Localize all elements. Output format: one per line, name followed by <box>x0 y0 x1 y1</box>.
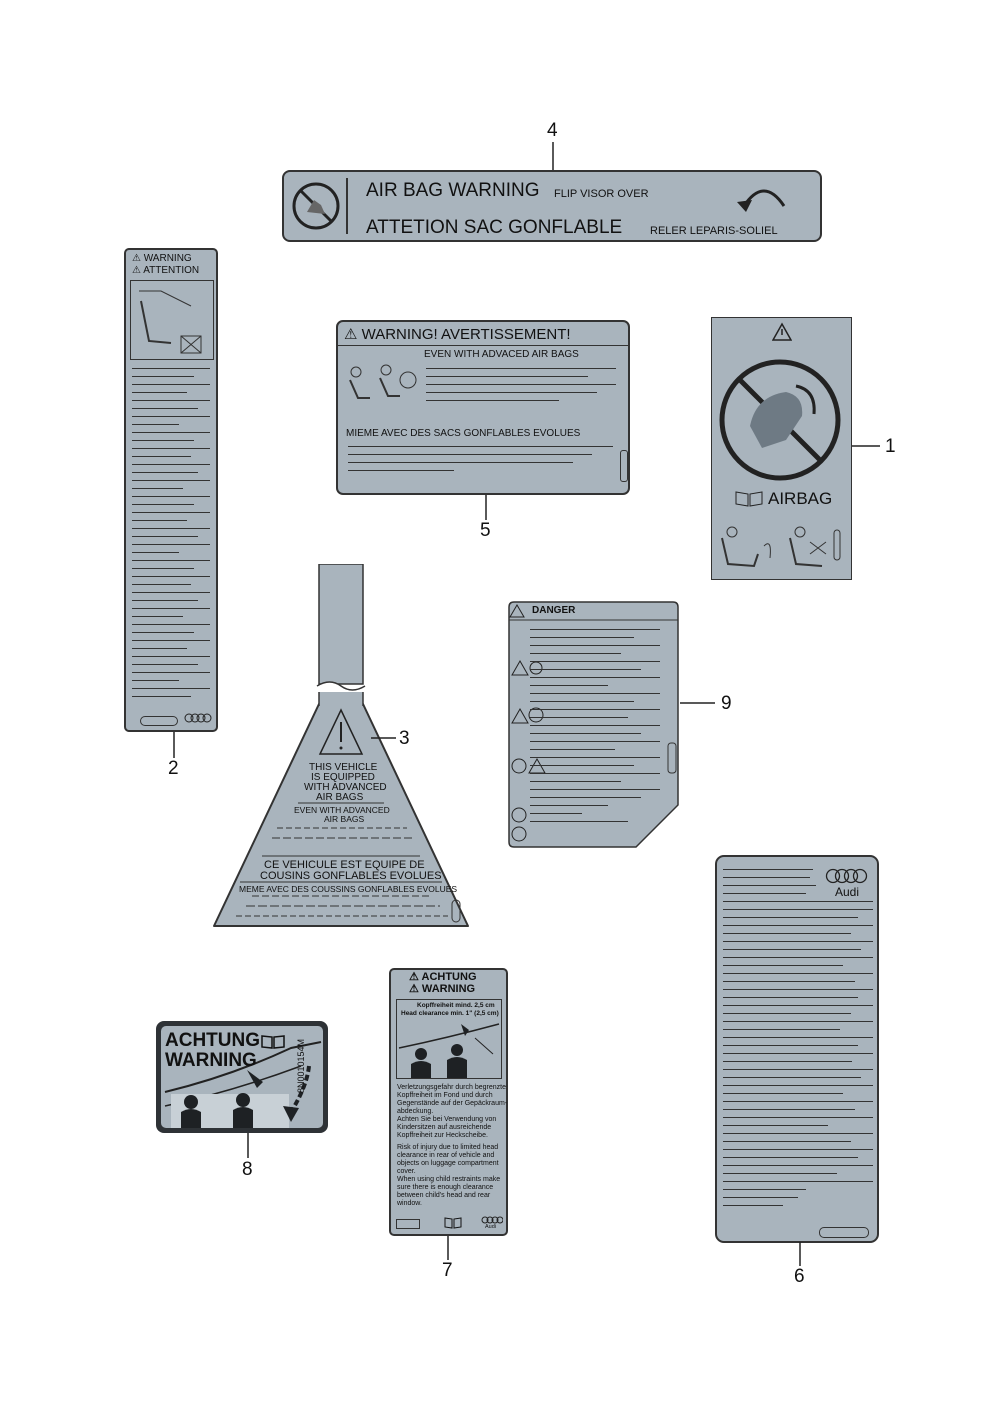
label-1-airbag-sunvisor: AIRBAG <box>711 317 852 580</box>
label-7-en2: clearance in rear of vehicle and <box>397 1152 495 1159</box>
label-9-text-lines <box>530 629 660 829</box>
label-2-attention: ⚠ ATTENTION <box>132 265 200 276</box>
label-6-text-lines <box>723 869 873 1213</box>
label-3-t2: IS EQUIPPED <box>311 772 375 783</box>
no-child-seat-icon <box>290 178 348 234</box>
callout-6: 6 <box>794 1266 805 1287</box>
label-8-code: 8N0010154M <box>296 1038 306 1093</box>
label-3-t8: COUSINS GONFLABLES EVOLUES <box>260 870 442 882</box>
callout-1: 1 <box>885 436 896 457</box>
label-8-achtung: ACHTUNG <box>165 1030 260 1051</box>
callout-3: 3 <box>399 728 410 749</box>
label-7-de7: Kopffreiheit zur Heckscheibe. <box>397 1132 488 1139</box>
label-4-line1: AIR BAG WARNING <box>366 180 540 201</box>
label-7-en7: between child's head and rear <box>397 1192 491 1199</box>
callout-8: 8 <box>242 1159 253 1180</box>
callout-7: 7 <box>442 1260 453 1281</box>
label-2-text-lines <box>132 368 210 704</box>
label-8-warning: WARNING <box>165 1050 257 1071</box>
flip-arrow-icon <box>734 178 794 228</box>
label-7-clearance-box: Kopffreiheit mind. 2,5 cm Head clearance… <box>396 999 502 1079</box>
label-6-brand: Audi <box>835 885 860 899</box>
callout-9: 9 <box>721 693 732 714</box>
label-7-de3: Gegenstände auf der Gepäckraum- <box>397 1100 508 1107</box>
label-3-t1: THIS VEHICLE <box>309 762 378 773</box>
callout-5: 5 <box>480 520 491 541</box>
label-6-audi-data-plate: Audi <box>715 855 879 1243</box>
label-5-title: ⚠ WARNING! AVERTISSEMENT! <box>344 326 571 343</box>
label-7-de2: Kopffreiheit im Fond und durch <box>397 1092 493 1099</box>
label-9-danger-text: DANGER <box>532 605 576 616</box>
label-8-achtung-warning: ACHTUNG WARNING 8N0010154M <box>156 1021 328 1133</box>
label-7-en3: objects on luggage compartment <box>397 1160 499 1167</box>
label-3-t6: AIR BAGS <box>324 814 365 824</box>
label-7-de5: Achten Sie bei Verwendung von <box>397 1116 497 1123</box>
label-4-line1-small: FLIP VISOR OVER <box>554 188 649 200</box>
label-7-en8: window. <box>397 1200 422 1207</box>
label-7-warning: ⚠ WARNING <box>409 983 476 995</box>
label-1-airbag-text: AIRBAG <box>768 489 833 508</box>
label-7-en5: When using child restraints make <box>397 1176 501 1183</box>
label-5-sub2: MIEME AVEC DES SACS GONFLABLES EVOLUES <box>346 428 581 439</box>
label-7-brand: Audi <box>485 1224 497 1230</box>
label-3-t4: AIR BAGS <box>316 792 364 803</box>
label-3-t7: CE VEHICULE EST EQUIPE DE <box>264 859 425 871</box>
label-7-clear2: Head clearance min. 1" (2,5 cm) <box>401 1010 499 1017</box>
occupant-pictogram <box>342 362 422 406</box>
label-3-t5: EVEN WITH ADVANCED <box>294 805 390 815</box>
label-5-lines-fr <box>348 446 613 478</box>
label-7-part-code-box <box>396 1219 420 1229</box>
label-5-sub1: EVEN WITH ADVACED AIR BAGS <box>424 349 579 360</box>
label-7-clear1: Kopffreiheit mind. 2,5 cm <box>417 1002 495 1009</box>
label-7-de6: Kindersitzen auf ausreichende <box>397 1124 492 1131</box>
label-7-en4: cover. <box>397 1168 416 1175</box>
label-7-de4: abdeckung. <box>397 1108 434 1115</box>
label-3-t9: MEME AVEC DES COUSSINS GONFLABLES EVOLUE… <box>239 884 458 894</box>
label-4-airbag-visor: AIR BAG WARNING FLIP VISOR OVER ATTETION… <box>282 170 822 242</box>
label-7-achtung: ⚠ ACHTUNG <box>409 971 477 983</box>
label-2-seat-warning: ⚠ WARNING ⚠ ATTENTION <box>124 248 218 732</box>
label-2-warning: ⚠ WARNING <box>132 253 192 264</box>
label-7-en6: sure there is enough clearance <box>397 1184 494 1191</box>
seat-pictogram <box>130 280 214 360</box>
label-6-tab <box>819 1227 869 1238</box>
label-7-head-clearance: ⚠ ACHTUNG ⚠ WARNING Kopffreiheit mind. 2… <box>389 968 508 1236</box>
label-3-t3: WITH ADVANCED <box>304 782 387 793</box>
label-7-en1: Risk of injury due to limited head <box>397 1144 499 1151</box>
label-4-line2: ATTETION SAC GONFLABLE <box>366 217 623 238</box>
label-2-tab <box>140 716 178 726</box>
label-5-lines-en <box>426 368 616 408</box>
callout-4: 4 <box>547 120 558 141</box>
label-9-danger: DANGER <box>508 601 680 849</box>
label-3-triangle-pillar: THIS VEHICLE IS EQUIPPED WITH ADVANCED A… <box>212 564 472 928</box>
label-5-advanced-airbag-warning: ⚠ WARNING! AVERTISSEMENT! EVEN WITH ADVA… <box>336 320 630 495</box>
label-4-line2-small: RELER LEPARIS-SOLIEL <box>650 225 778 237</box>
label-7-de1: Verletzungsgefahr durch begrenzte <box>397 1084 506 1091</box>
callout-2: 2 <box>168 758 179 779</box>
